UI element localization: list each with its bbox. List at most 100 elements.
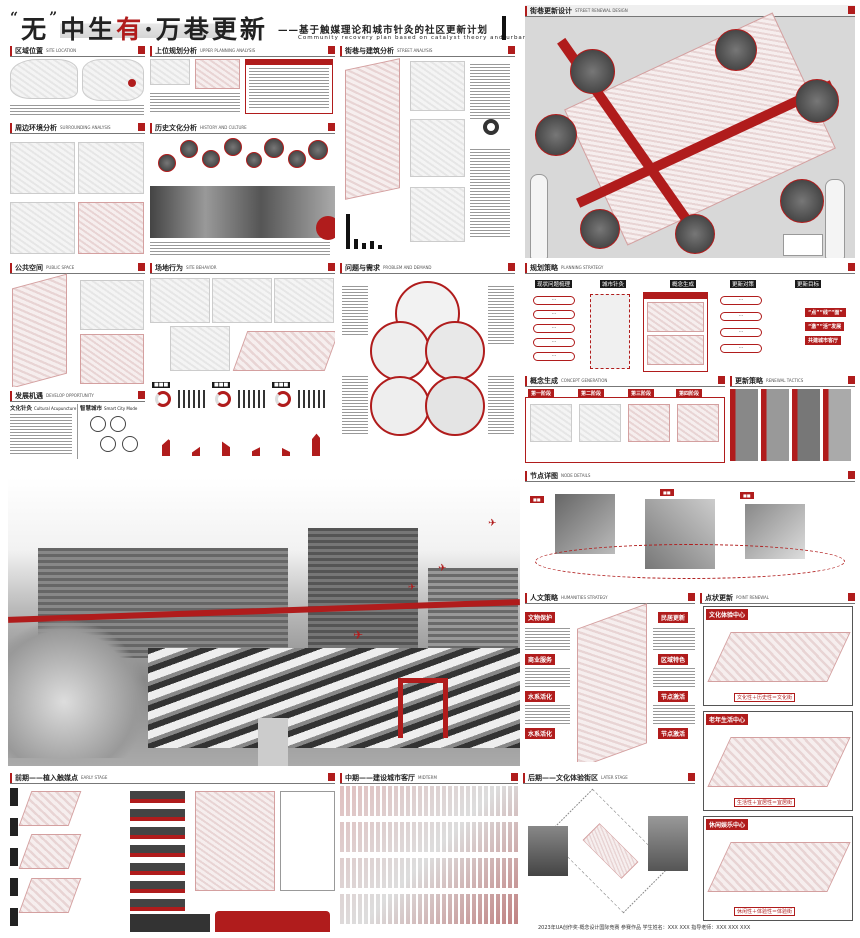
panel-title-en: NODE DETAILS — [561, 473, 591, 478]
node-photo — [580, 209, 620, 249]
panel-body — [644, 293, 707, 299]
corner-mark — [848, 471, 855, 479]
behavior-map — [274, 278, 334, 323]
dark-note — [130, 914, 210, 932]
panel-title: 上位规划分析 — [155, 46, 197, 55]
text-block — [525, 668, 570, 688]
panel-body — [525, 12, 855, 258]
title-zhong: 中生 — [60, 15, 117, 44]
corner-mark — [848, 6, 855, 14]
credits-footer: 2023年UA创作奖·概念设计国际竞赛 参赛作品 学生姓名：XXX XXX 指导… — [538, 925, 751, 931]
bare-tree — [8, 618, 148, 758]
problem-pill: ··· — [533, 338, 575, 347]
stage-tag: 第一阶段 — [528, 389, 555, 398]
header-bar — [10, 262, 12, 273]
panel-body: Smart City Mode — [103, 406, 138, 411]
panel-title-en: DEVELOP OPPORTUNITY — [46, 393, 94, 398]
panel-title-en: STREET RENEWAL DESIGN — [575, 8, 628, 13]
people-figures — [298, 390, 328, 408]
tower-block — [308, 528, 418, 648]
history-photo — [246, 152, 262, 168]
corner-mark — [848, 263, 855, 271]
title-rest: ·万巷更新 — [144, 15, 268, 44]
smart-label: 智慧城市 Smart City Mode — [80, 404, 137, 412]
panel-title-en: STREET ANALYSIS — [397, 48, 433, 53]
panel-body: 生活性＋宜居性＝宜居街 — [734, 798, 796, 807]
panel-body: 文化体验中心文化性＋历史性＝文化街 老年生活中心生活性＋宜居性＝宜居街 休闲娱乐… — [700, 606, 855, 922]
panel-title-en: POINT RENEWAL — [736, 595, 769, 600]
tactic-strip — [730, 389, 758, 461]
panel-title-en: SURROUNDING ANALYSIS — [60, 125, 111, 130]
plan-table — [245, 59, 333, 114]
header-bar — [730, 375, 732, 386]
panel-body — [425, 321, 485, 381]
header-bar — [340, 262, 342, 273]
behavior-map — [170, 326, 230, 371]
strategy-tag: 商业服务 — [525, 654, 556, 665]
problem-pill: ··· — [533, 324, 575, 333]
problem-pill: ··· — [533, 296, 575, 305]
smart-icon — [90, 416, 106, 432]
panel-body — [10, 273, 145, 387]
panel-title: 区域位置 — [15, 46, 43, 55]
history-photo — [158, 154, 176, 172]
photo-panel — [528, 826, 568, 876]
axon-diagram — [18, 834, 82, 869]
panel-body: ■■ ■■ ■■ — [525, 484, 855, 585]
panel-title-en: SITE LOCATION — [46, 48, 77, 53]
space-map — [80, 280, 144, 330]
corner-mark — [508, 263, 515, 271]
panel-body: 老年生活中心 — [706, 714, 749, 725]
panel-body — [77, 404, 78, 459]
street — [258, 718, 288, 766]
center-card: 休闲娱乐中心休闲性＋体验性＝体验街 — [703, 816, 853, 921]
strategy-tag: 民居更新 — [658, 612, 689, 623]
node-photo-grid — [555, 494, 615, 554]
smart-icon — [122, 436, 138, 452]
panel-body — [730, 389, 855, 463]
goal-tag: “点”“线”“面” — [805, 308, 846, 317]
history-photo — [308, 140, 328, 160]
history-photo — [224, 138, 242, 156]
panel-title: 街巷与建筑分析 — [345, 46, 394, 55]
step-label: 城市针灸 — [600, 280, 627, 288]
strategy-tag: 水系活化 — [525, 691, 556, 702]
panel-body — [370, 321, 430, 381]
goal-tag: 共建城市客厅 — [805, 336, 842, 345]
panel-title: 问题与需求 — [345, 263, 380, 272]
bird: ✈ — [353, 628, 364, 642]
aerial-rendering: ✈ ✈ ✈ ✈ — [8, 478, 520, 766]
center-card: 文化体验中心文化性＋历史性＝文化街 — [703, 606, 853, 706]
person-silhouette — [825, 179, 845, 258]
panel-body — [246, 60, 332, 65]
axon-diagram — [18, 878, 82, 913]
crowd-tag: ■■■ — [152, 382, 171, 388]
header-bar — [10, 390, 12, 401]
concept-map — [628, 404, 670, 442]
panel-title: 公共空间 — [15, 263, 43, 272]
concept-map — [579, 404, 621, 442]
history-photo — [202, 150, 220, 168]
crowd-tag: ■■■ — [212, 382, 231, 388]
concept-map — [677, 404, 719, 442]
stage-markers — [10, 788, 18, 928]
step-label: 更新目标 — [795, 280, 822, 288]
node-photo — [570, 49, 615, 94]
panel-title: 历史文化分析 — [155, 123, 197, 132]
goal-tag: “激”“活”发展 — [805, 322, 845, 331]
panel-title: 场地行为 — [155, 263, 183, 272]
poster-subtitle-en: Community recovery plan based on catalys… — [298, 35, 546, 41]
people-figures — [238, 390, 268, 408]
panel-body: ■■■■■■■■■ — [150, 380, 335, 460]
